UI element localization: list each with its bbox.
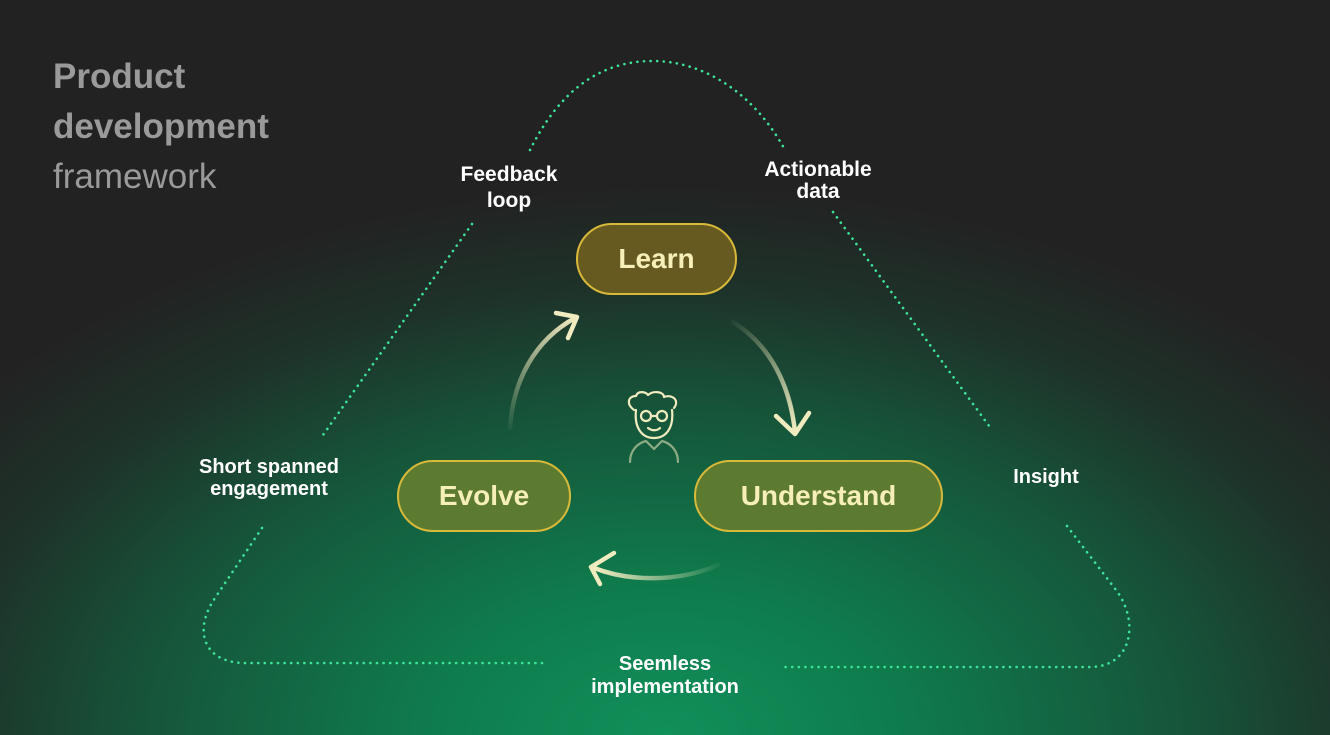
developer-icon	[627, 391, 680, 464]
title-line-3: framework	[53, 157, 217, 196]
dotted-line-top-arc	[528, 59, 787, 152]
dotted-line-upper-right	[831, 210, 994, 432]
label-feedback-loop-line-2: loop	[486, 189, 532, 212]
stage-evolve-label: Evolve	[438, 480, 530, 511]
stage-evolve: Evolve	[397, 460, 571, 532]
title-line-2: development	[53, 107, 269, 146]
arrow-evolve-to-learn-head	[553, 310, 580, 341]
label-insight: Insight	[1013, 466, 1079, 488]
label-short-spanned-line-2: engagement	[210, 478, 328, 500]
title-line-1: Product	[53, 57, 186, 96]
stage-learn-label: Learn	[618, 243, 695, 274]
dotted-line-lower-left	[202, 526, 547, 665]
label-actionable-data-line-1: Actionable	[764, 158, 872, 181]
label-actionable-data-line-2: data	[796, 180, 840, 203]
label-seemless-implementation: Seemless implementation	[591, 653, 739, 699]
arrow-learn-to-understand-head	[773, 410, 812, 437]
arrow-understand-to-evolve-head	[588, 550, 617, 587]
page-title: Product development framework	[53, 52, 269, 202]
stage-understand: Understand	[694, 460, 943, 532]
stage-learn: Learn	[576, 223, 737, 295]
stage-understand-label: Understand	[740, 480, 897, 511]
label-short-spanned-line-1: Short spanned	[198, 456, 340, 478]
arrow-evolve-to-learn	[507, 315, 578, 431]
dotted-line-upper-left	[321, 222, 474, 437]
label-seemless-line-1: Seemless	[618, 653, 712, 675]
arrow-understand-to-evolve	[591, 562, 721, 581]
dotted-line-lower-right	[778, 524, 1131, 669]
label-seemless-line-2: implementation	[591, 676, 739, 698]
label-short-spanned-engagement: Short spanned engagement	[199, 456, 339, 500]
label-feedback-loop-line-1: Feedback	[460, 163, 558, 186]
label-feedback-loop: Feedback loop	[461, 162, 558, 214]
arrow-learn-to-understand	[730, 319, 798, 435]
label-actionable-data: Actionable data	[764, 159, 871, 203]
